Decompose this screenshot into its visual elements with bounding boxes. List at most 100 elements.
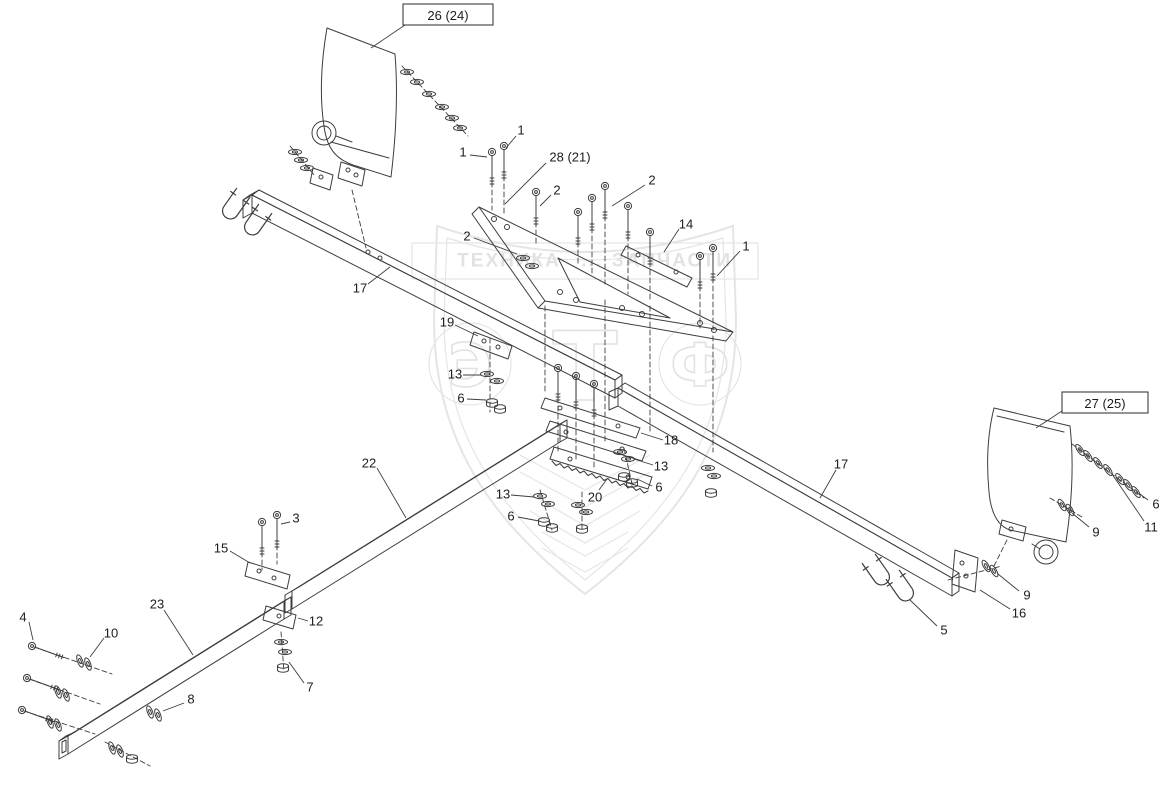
part-callout-13: 13 xyxy=(654,459,668,474)
callout-leader xyxy=(297,617,309,622)
part-callout-2: 2 xyxy=(463,229,470,244)
callout-leader xyxy=(1139,493,1149,501)
part-callout-5: 5 xyxy=(940,623,947,638)
part-callout-13: 13 xyxy=(448,367,462,382)
deflector-plate-right-27 xyxy=(987,407,1073,565)
gusset-plate-28 xyxy=(471,206,734,342)
clamp-bars-center xyxy=(540,397,653,494)
callout-leader xyxy=(1071,512,1090,528)
part-callout-13: 13 xyxy=(496,487,510,502)
part-callout-18: 18 xyxy=(664,433,678,448)
part-callout-6: 6 xyxy=(457,391,464,406)
part-callout-6: 6 xyxy=(1152,497,1159,512)
part-callout-2: 2 xyxy=(648,173,655,188)
boxed-label-26-24: 26 (24) xyxy=(427,8,468,23)
deflector-plate-left-26 xyxy=(309,27,397,191)
part-callout-8: 8 xyxy=(187,692,194,707)
callout-leader xyxy=(504,162,547,205)
boxed-label-frame-27-25 xyxy=(1061,391,1149,414)
callout-leader xyxy=(28,621,34,641)
callout-leader xyxy=(663,228,680,253)
part-callout-6: 6 xyxy=(507,509,514,524)
callout-leader xyxy=(640,432,664,441)
callout-leader xyxy=(469,154,488,158)
callout-leader xyxy=(162,702,185,712)
watermark-band xyxy=(411,242,759,280)
boxed-label-frame-26-24 xyxy=(402,3,494,26)
boxed-label-27-25: 27 (25) xyxy=(1084,396,1125,411)
part-callout-17: 17 xyxy=(834,457,848,472)
callout-leader xyxy=(819,469,837,499)
callout-leader xyxy=(505,135,517,149)
callout-leader xyxy=(1111,473,1145,522)
part-callout-7: 7 xyxy=(306,680,313,695)
callout-leader xyxy=(517,516,540,522)
part-callout-28-21-: 28 (21) xyxy=(549,150,590,165)
callout-leader xyxy=(89,637,105,658)
part-callout-1: 1 xyxy=(459,145,466,160)
clamp-plate-19 xyxy=(469,331,513,360)
beam-23 xyxy=(58,596,292,760)
callout-leader xyxy=(598,478,608,491)
part-callout-15: 15 xyxy=(214,541,228,556)
callout-leader xyxy=(909,599,938,627)
part-callout-9: 9 xyxy=(1023,588,1030,603)
beam-left-17 xyxy=(242,189,623,399)
part-callout-19: 19 xyxy=(440,315,454,330)
part-callout-9: 9 xyxy=(1092,525,1099,540)
beam-right-17 xyxy=(608,382,960,597)
shield-inner-outline xyxy=(443,237,727,581)
callout-leader xyxy=(716,250,741,277)
callout-leader xyxy=(466,398,487,401)
callout-leader xyxy=(280,521,291,525)
callout-leader xyxy=(611,184,646,207)
callout-leader xyxy=(473,237,518,255)
part-callout-10: 10 xyxy=(104,626,118,641)
part-callout-4: 4 xyxy=(19,610,26,625)
bolts xyxy=(16,141,718,726)
part-callout-14: 14 xyxy=(679,217,693,232)
part-callout-6: 6 xyxy=(655,480,662,495)
part-callout-1: 1 xyxy=(742,239,749,254)
part-callout-2: 2 xyxy=(553,183,560,198)
part-callout-3: 3 xyxy=(292,511,299,526)
callout-leader xyxy=(633,458,654,466)
part-callout-1: 1 xyxy=(517,123,524,138)
watermark-band-separator: ... xyxy=(581,251,603,272)
callout-leader xyxy=(288,661,305,684)
callout-leader xyxy=(510,494,535,498)
monogram-letter-3: Ф xyxy=(670,331,730,401)
part-callout-11: 11 xyxy=(1144,520,1158,535)
callout-leader xyxy=(539,194,552,207)
callout-leader xyxy=(163,609,194,656)
part-callout-20: 20 xyxy=(588,490,602,505)
callout-leader xyxy=(454,324,479,337)
shield-chevrons xyxy=(519,454,651,573)
callout-leader xyxy=(636,478,653,487)
part-callout-17: 17 xyxy=(353,281,367,296)
boxed-label-leader xyxy=(370,24,406,49)
strip-plate-14 xyxy=(620,245,693,288)
part-callout-23: 23 xyxy=(150,597,164,612)
callout-leader xyxy=(376,467,407,519)
callout-leader xyxy=(367,266,391,285)
watermark-band-text-left: ТЕХНИКА xyxy=(457,251,561,272)
part-callout-16: 16 xyxy=(1012,606,1026,621)
bracket-15 xyxy=(244,561,291,590)
monogram-circle-left xyxy=(428,322,512,406)
callout-leader xyxy=(997,573,1020,592)
watermark-shield: ТЕХНИКА ... ЗАПЧАСТИ Э Т Ф xyxy=(411,224,759,596)
line-art xyxy=(16,27,1145,767)
end-plate-16 xyxy=(951,549,979,593)
part-callout-22: 22 xyxy=(362,456,376,471)
part-callout-12: 12 xyxy=(309,614,323,629)
boxed-label-leader xyxy=(1035,410,1063,429)
callout-leader xyxy=(229,550,251,564)
shield-outline xyxy=(432,224,738,596)
beam-22 xyxy=(284,419,568,614)
callout-leader xyxy=(979,589,1011,610)
bracket-12 xyxy=(262,605,297,630)
